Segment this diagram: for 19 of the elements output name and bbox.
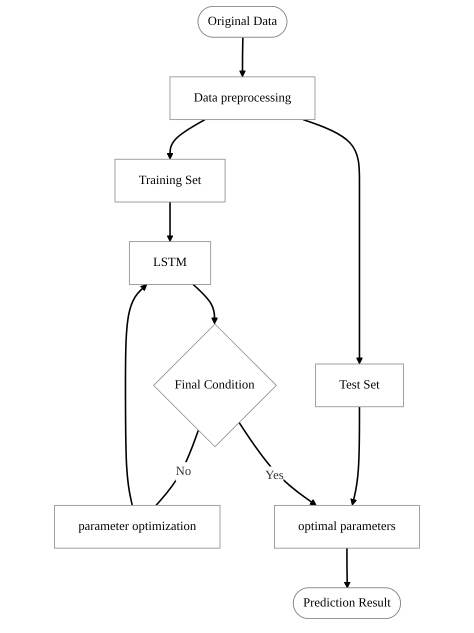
arrow bbox=[124, 284, 148, 506]
arrow bbox=[344, 548, 351, 588]
node-box: optimal parameters bbox=[274, 504, 420, 549]
arrow bbox=[166, 202, 174, 242]
node-box: Test Set bbox=[315, 364, 404, 408]
arrow bbox=[166, 118, 206, 160]
connector bbox=[155, 430, 200, 506]
arrow bbox=[238, 422, 317, 506]
arrow bbox=[238, 38, 246, 78]
edge-label: No bbox=[176, 464, 192, 478]
node-box: Data preprocessing bbox=[170, 76, 316, 120]
node-box: LSTM bbox=[128, 241, 212, 285]
edge-label: Yes bbox=[265, 468, 284, 482]
arrow bbox=[302, 118, 363, 364]
node-diamond: Final Condition bbox=[153, 323, 277, 448]
arrow bbox=[350, 406, 360, 506]
arrow bbox=[192, 284, 218, 324]
node-box: parameter optimization bbox=[54, 504, 220, 549]
node-box: Training Set bbox=[114, 158, 226, 202]
